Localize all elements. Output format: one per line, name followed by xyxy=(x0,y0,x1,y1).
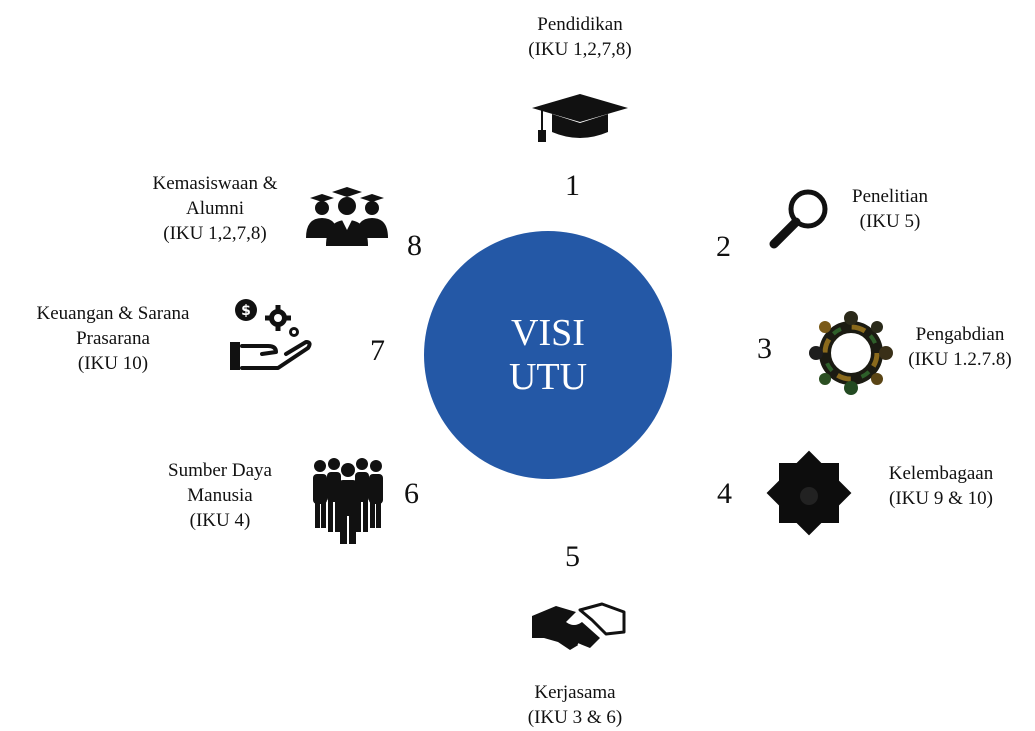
item-2-iku: (IKU 5) xyxy=(859,211,921,232)
visi-label: VISI UTU xyxy=(424,311,672,399)
item-6-label: Sumber Daya Manusia (IKU 4) xyxy=(140,458,300,533)
item-5-number: 5 xyxy=(565,540,580,573)
item-4-name: Kelembagaan xyxy=(888,463,994,484)
item-8-name-line2: Alumni xyxy=(185,198,245,219)
svg-text:$: $ xyxy=(241,303,251,319)
people-group-icon xyxy=(313,458,383,544)
item-7-number: 7 xyxy=(370,334,385,367)
item-7-name-line1: Keuangan & Sarana xyxy=(36,303,190,324)
item-7-iku: (IKU 10) xyxy=(77,353,149,374)
item-6-name-line2: Manusia xyxy=(187,485,253,506)
item-2-label: Penelitian (IKU 5) xyxy=(820,184,960,234)
item-1-number: 1 xyxy=(565,169,580,202)
item-5-name: Kerjasama xyxy=(534,682,616,703)
item-5-label: Kerjasama (IKU 3 & 6) xyxy=(480,680,670,730)
item-3-name: Pengabdian xyxy=(915,324,1005,345)
item-3-label: Pengabdian (IKU 1.2.7.8) xyxy=(895,322,1025,372)
item-4-iku: (IKU 9 & 10) xyxy=(889,488,993,509)
item-4-label: Kelembagaan (IKU 9 & 10) xyxy=(866,461,1016,511)
item-6-iku: (IKU 4) xyxy=(189,510,251,531)
item-3-iku: (IKU 1.2.7.8) xyxy=(908,349,1012,370)
item-1-name: Pendidikan xyxy=(537,14,623,35)
item-4-number: 4 xyxy=(717,477,732,510)
item-8-name-line1: Kemasiswaan & xyxy=(152,173,278,194)
item-8-number: 8 xyxy=(407,229,422,262)
item-5-iku: (IKU 3 & 6) xyxy=(527,707,623,728)
item-6-name-line1: Sumber Daya xyxy=(168,460,272,481)
item-2-name: Penelitian xyxy=(852,186,928,207)
magnifier-icon xyxy=(769,189,828,249)
item-8-label: Kemasiswaan & Alumni (IKU 1,2,7,8) xyxy=(120,171,310,246)
item-6-number: 6 xyxy=(404,477,419,510)
visi-label-line2: UTU xyxy=(508,356,588,398)
visi-label-line1: VISI xyxy=(511,312,585,354)
graduates-group-icon xyxy=(306,187,388,246)
item-2-number: 2 xyxy=(716,230,731,263)
hand-money-gear-icon: $ xyxy=(230,299,312,370)
visi-circle xyxy=(424,231,672,479)
item-1-iku: (IKU 1,2,7,8) xyxy=(528,39,632,60)
item-3-number: 3 xyxy=(757,332,772,365)
community-circle-icon xyxy=(809,311,893,395)
graduation-cap-icon xyxy=(532,94,628,142)
item-7-label: Keuangan & Sarana Prasarana (IKU 10) xyxy=(8,301,218,376)
eight-point-star-icon xyxy=(766,450,852,536)
handshake-icon xyxy=(532,602,626,651)
item-7-name-line2: Prasarana xyxy=(76,328,150,349)
item-8-iku: (IKU 1,2,7,8) xyxy=(163,223,267,244)
item-1-label: Pendidikan (IKU 1,2,7,8) xyxy=(490,12,670,62)
